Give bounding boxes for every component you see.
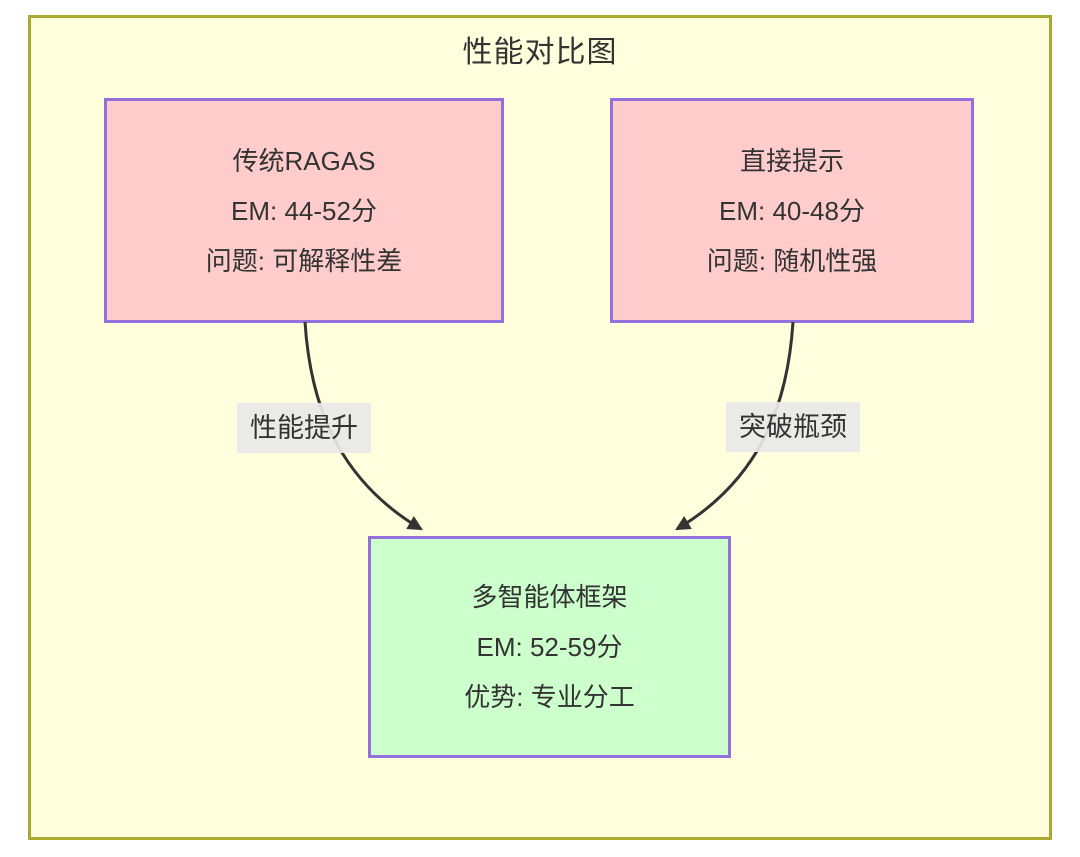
node-multi-agent-framework: 多智能体框架 EM: 52-59分 优势: 专业分工 — [368, 536, 731, 758]
node-title: 多智能体框架 — [471, 582, 628, 612]
node-title: 传统RAGAS — [232, 145, 376, 176]
node-metric: EM: 52-59分 — [476, 632, 623, 662]
edge-label-performance-boost: 性能提升 — [237, 403, 371, 453]
node-traditional-ragas: 传统RAGAS EM: 44-52分 问题: 可解释性差 — [104, 98, 504, 323]
edge-label-breakthrough: 突破瓶颈 — [726, 402, 860, 452]
node-metric: EM: 40-48分 — [719, 195, 865, 226]
node-note: 问题: 随机性强 — [706, 245, 878, 276]
node-direct-prompt: 直接提示 EM: 40-48分 问题: 随机性强 — [610, 98, 974, 323]
node-note: 问题: 可解释性差 — [205, 245, 403, 276]
node-note: 优势: 专业分工 — [464, 682, 635, 712]
node-metric: EM: 44-52分 — [231, 195, 377, 226]
diagram-title: 性能对比图 — [462, 36, 618, 69]
node-title: 直接提示 — [739, 145, 844, 176]
